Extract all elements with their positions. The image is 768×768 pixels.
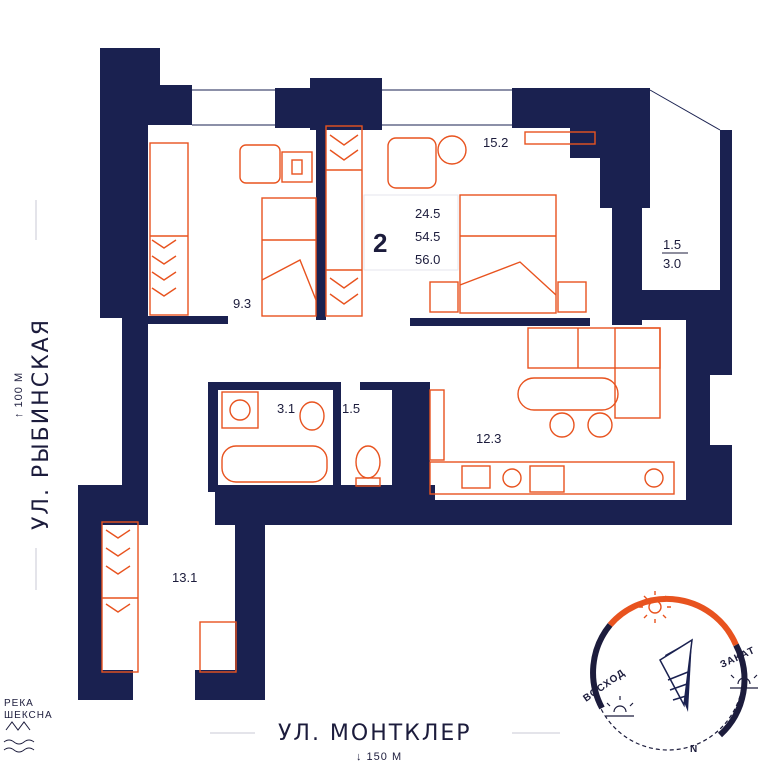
sun-icon [639,591,671,623]
hallway-area: 13.1 [172,570,197,585]
kitchen-area: 12.3 [476,431,501,446]
compass-north-label: N [690,744,698,755]
total-area: 54.5 [415,229,440,244]
room-count: 2 [373,228,387,258]
walls [78,48,732,700]
sunset-icon [730,668,758,689]
sunrise-icon [606,696,634,717]
bathroom-area: 3.1 [277,401,295,416]
balcony-area: 1.5 [663,237,681,252]
river-label-line2: ШЕКСНА [4,710,53,721]
river-label-line1: РЕКА [4,698,34,709]
living-area: 24.5 [415,206,440,221]
compass-noon-label: ПОЛДЕНЬ [638,624,695,635]
street-bottom-label: УЛ. МОНТКЛЕР [278,721,472,746]
bedroom-small-area: 9.3 [233,296,251,311]
info-panel [363,194,459,271]
street-left-label: УЛ. РЫБИНСКАЯ [29,318,54,530]
living-room-area: 15.2 [483,135,508,150]
compass: ПОЛДЕНЬ ВОСХОД ЗАКАТ N [581,591,758,755]
compass-sunrise-label: ВОСХОД [581,667,627,704]
street-left-distance: ↑ 100 М [13,372,25,418]
windows [192,89,721,131]
street-bottom-distance: ↓ 150 М [356,751,402,763]
reduced-area: 56.0 [415,252,440,267]
furniture [101,125,675,673]
balcony-full-area: 3.0 [663,256,681,271]
north-arrow-icon [659,638,693,712]
toilet-area: 1.5 [342,401,360,416]
river-waves-icon [3,721,35,753]
